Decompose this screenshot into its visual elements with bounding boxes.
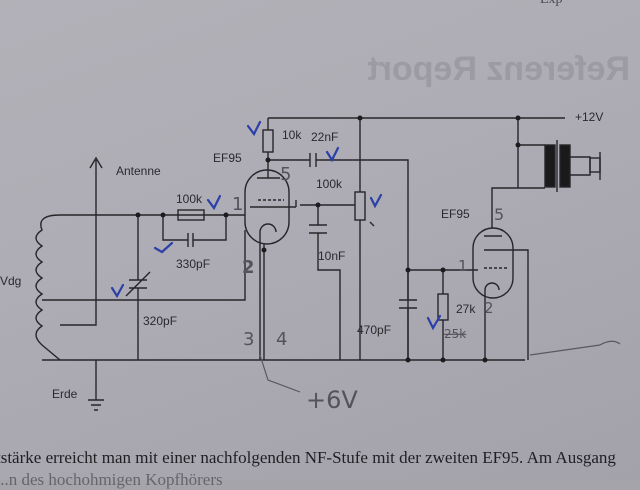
- top-text-fragment: Exp: [540, 0, 563, 8]
- hand-wires: [259, 340, 621, 393]
- speaker-icon: [589, 157, 601, 173]
- output-capacitor-label: 470pF: [357, 323, 391, 337]
- hand-pin2-tube1: 2: [242, 257, 255, 278]
- junction-dots: [135, 115, 521, 363]
- paper-background: [0, 0, 640, 480]
- hand-heater-supply: +6V: [306, 386, 358, 414]
- anode-resistor-label: 10k: [282, 128, 302, 142]
- tuning-coil: [35, 214, 61, 361]
- bleed-through-heading: Referenz Report: [367, 50, 630, 88]
- coil-label: Vdg: [0, 274, 21, 288]
- svg-text:Referenz Report: Referenz Report: [367, 50, 630, 88]
- grid2-resistor-label: 27k: [456, 302, 476, 316]
- hand-pin4: 4: [276, 329, 287, 350]
- supply-label: +12V: [575, 110, 603, 124]
- check-marks: [110, 120, 442, 331]
- coupling-capacitor-label: 22nF: [311, 130, 338, 144]
- grid-resistor-100k: [177, 209, 205, 221]
- grid-capacitor-label: 330pF: [176, 257, 210, 271]
- hand-pin1-tube2: 1: [458, 257, 468, 275]
- antenna-label: Antenne: [116, 164, 161, 178]
- volume-potentiometer: [354, 191, 366, 221]
- circuit-schematic: Referenz Report: [0, 50, 630, 414]
- ground-label: Erde: [52, 387, 78, 401]
- hand-pin5-tube2: 5: [494, 205, 504, 224]
- tube1-label: EF95: [213, 151, 242, 165]
- body-text-line-1: tstärke erreicht man mit einer nachfolge…: [0, 448, 616, 467]
- tuning-capacitor-label: 320pF: [143, 314, 177, 328]
- hand-pin3: 3: [243, 329, 254, 350]
- potentiometer-label: 100k: [316, 177, 343, 191]
- hand-pin1-tube1: 1: [232, 194, 243, 215]
- tube2-label: EF95: [441, 207, 470, 221]
- ground-symbol: [88, 360, 104, 411]
- output-transformer-secondary: [559, 144, 571, 188]
- output-transformer-primary: [544, 144, 556, 188]
- hand-pin2-tube2: 2: [484, 299, 494, 317]
- tube2-envelope: [472, 227, 514, 299]
- hand-crossed-value: 25k: [444, 327, 466, 341]
- grid-resistor-label: 100k: [176, 192, 203, 206]
- hand-pin5-tube1: 5: [280, 164, 291, 185]
- body-text-line-2: ...n des hochohmigen Kopfhörers: [0, 470, 223, 489]
- anode-resistor-10k: [262, 129, 274, 153]
- screen-capacitor-label: 10nF: [318, 249, 345, 263]
